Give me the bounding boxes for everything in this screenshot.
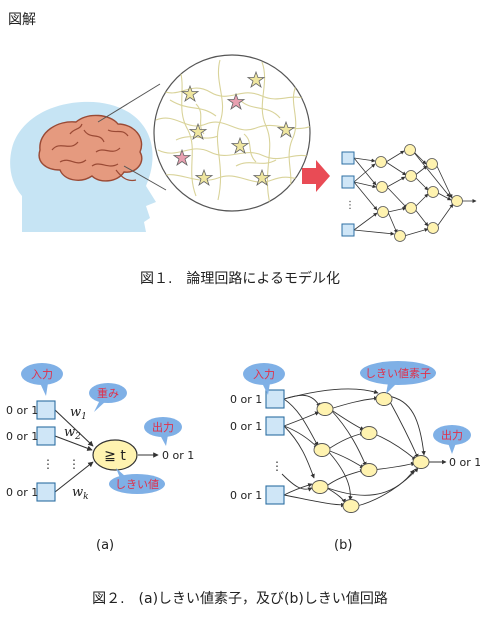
small-input-box [341, 151, 355, 165]
figure-2b: 0 or 1 0 or 1 0 or 1 ⋮ 0 or 1 入力 しきい値素子 [230, 361, 480, 513]
zoom-line-bottom [123, 165, 167, 191]
svg-text:入力: 入力 [31, 368, 53, 381]
figure-1-caption: 図１. 論理回路によるモデル化 [139, 271, 341, 287]
small-input-box [341, 223, 355, 237]
weight-label: w1 [70, 405, 87, 422]
circuit-edges [281, 388, 447, 508]
input-value-label: 0 or 1 [6, 404, 38, 417]
svg-text:出力: 出力 [441, 428, 463, 442]
small-node [405, 170, 417, 182]
input-bubble: 入力 [21, 363, 63, 396]
output-bubble: 出力 [144, 417, 182, 446]
input-box [36, 426, 56, 446]
threshold-node-symbol: ≧ t [104, 448, 126, 464]
circuit-input-bubble: 入力 [243, 363, 285, 395]
model-arrow-icon [302, 160, 330, 192]
circuit-element-bubble: しきい値素子 [360, 361, 436, 394]
circuit-node [375, 392, 393, 406]
svg-text:出力: 出力 [152, 420, 174, 434]
circuit-node [360, 426, 378, 440]
small-node [405, 202, 417, 214]
small-node [451, 195, 463, 207]
input-box [36, 400, 56, 420]
weight-bubble: 重み [89, 383, 127, 412]
small-node [377, 206, 389, 218]
svg-text:しきい値: しきい値 [115, 478, 159, 491]
element-edges [54, 409, 159, 493]
small-node [427, 222, 439, 234]
small-node [394, 230, 406, 242]
threshold-node [92, 439, 138, 471]
small-node [404, 144, 416, 156]
figure-2b-label: (b) [334, 538, 353, 553]
neuron-magnifier [153, 54, 311, 212]
svg-text:入力: 入力 [253, 368, 275, 381]
brain-icon [38, 114, 143, 182]
weight-label: wk [72, 485, 89, 502]
circuit-node [311, 480, 329, 494]
figure-1: ⋮ [10, 54, 477, 242]
small-ellipsis: ⋮ [345, 200, 355, 211]
output-value-label: 0 or 1 [162, 449, 194, 462]
small-network: ⋮ [341, 144, 477, 242]
threshold-bubble: しきい値 [109, 468, 165, 494]
circuit-output-bubble: 出力 [433, 425, 471, 454]
inputs-ellipsis: ⋮ [42, 457, 54, 471]
circuit-input-value: 0 or 1 [230, 393, 262, 406]
circuit-input-box [265, 389, 285, 409]
small-node [376, 181, 388, 193]
svg-text:重み: 重み [97, 386, 119, 400]
circuit-inputs-ellipsis: ⋮ [271, 459, 283, 473]
input-value-label: 0 or 1 [6, 486, 38, 499]
small-input-box [341, 175, 355, 189]
zoom-line-top [97, 83, 161, 123]
small-node [426, 158, 438, 170]
figure-2a-label: (a) [96, 538, 115, 553]
circuit-node [313, 443, 331, 457]
figure-2a: 0 or 1 0 or 1 0 or 1 ⋮ ⋮ w1 w2 wk ≧ t 0 … [6, 363, 194, 502]
circuit-input-box [265, 485, 285, 505]
circuit-input-box [265, 416, 285, 436]
circuit-input-value: 0 or 1 [230, 420, 262, 433]
page-header-title: 図解 [8, 12, 36, 28]
circuit-node [316, 402, 334, 416]
small-node [427, 186, 439, 198]
small-network-edges [353, 149, 477, 237]
weight-label: w2 [64, 425, 81, 442]
neuron-star-cells [172, 70, 296, 187]
circuit-output-value: 0 or 1 [449, 456, 480, 469]
circuit-node [412, 455, 430, 469]
figure-2-caption: 図２. (a)しきい値素子，及び(b)しきい値回路 [92, 591, 388, 607]
circuit-node [360, 463, 378, 477]
circuit-input-value: 0 or 1 [230, 489, 262, 502]
input-box [36, 482, 56, 502]
input-value-label: 0 or 1 [6, 430, 38, 443]
svg-text:しきい値素子: しきい値素子 [365, 367, 431, 380]
circuit-node [342, 499, 360, 513]
weights-ellipsis: ⋮ [68, 457, 80, 471]
small-node [375, 156, 387, 168]
